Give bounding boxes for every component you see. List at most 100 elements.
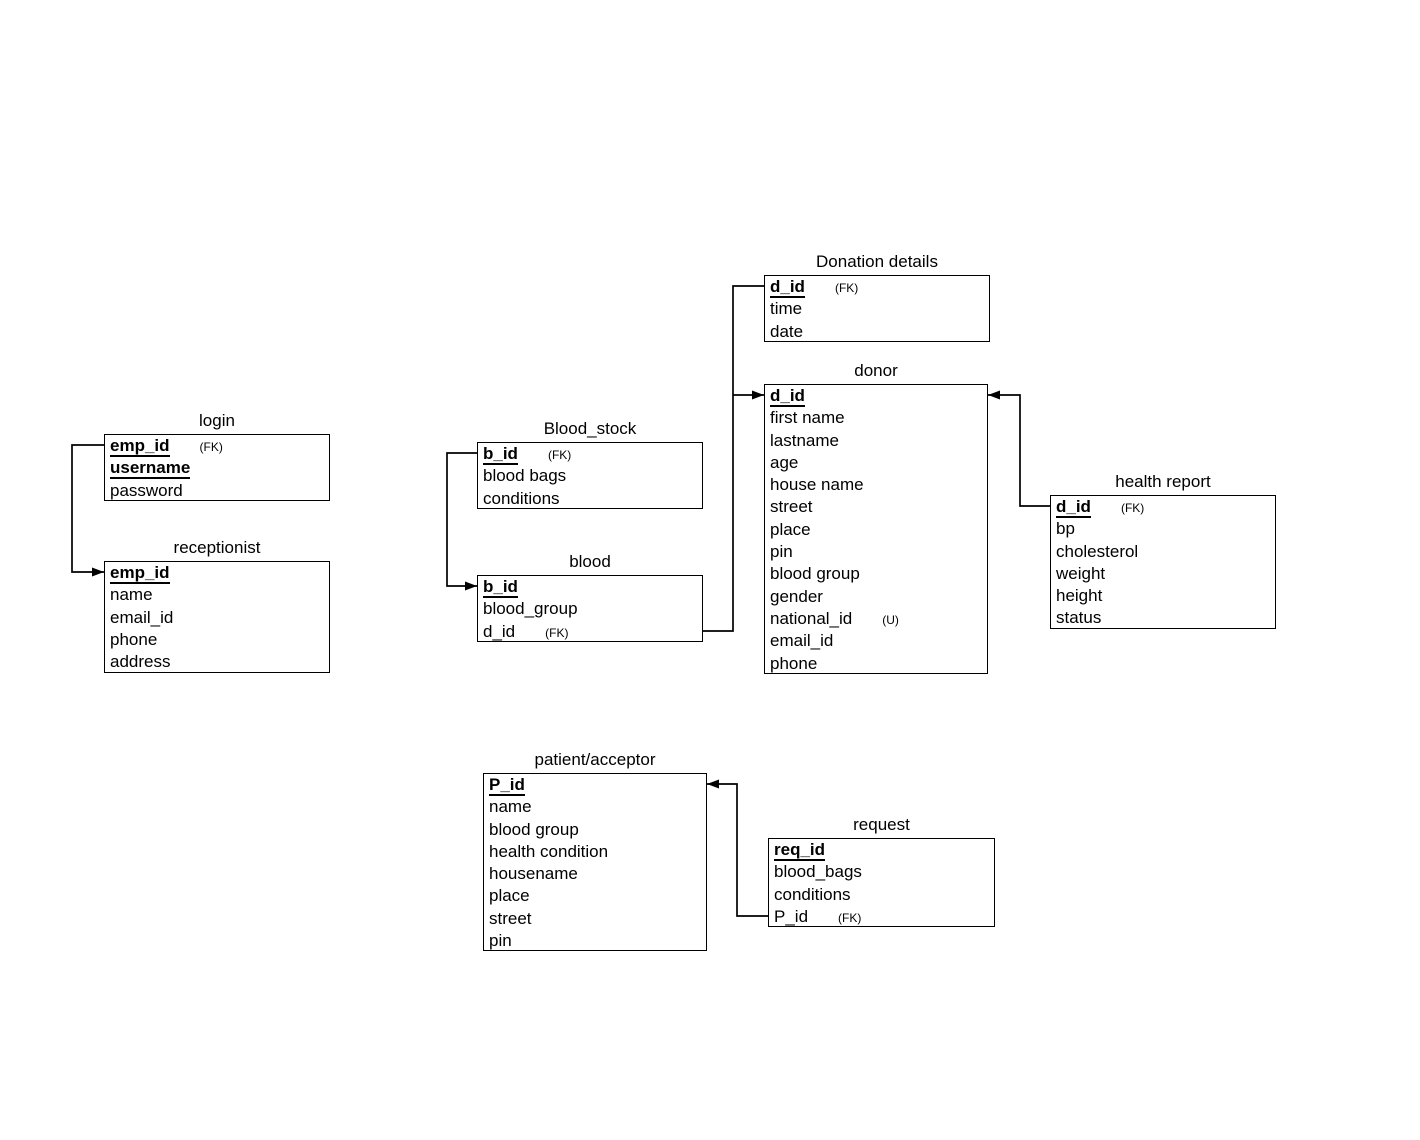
attr-health-report-bp: bp — [1051, 518, 1275, 540]
attribute-name: health condition — [489, 841, 609, 861]
attribute-name: phone — [110, 629, 158, 649]
attr-donor-place: place — [765, 519, 987, 541]
attribute-key-name: emp_id — [110, 436, 170, 457]
attr-patient-acceptor-housename: housename — [484, 863, 706, 885]
attribute-name: blood_bags — [774, 862, 862, 882]
attribute-key-name: d_id — [1056, 497, 1091, 518]
entity-title-receptionist: receptionist — [173, 538, 261, 557]
attribute-name: national_id — [770, 608, 853, 628]
attribute-name: blood_group — [483, 599, 578, 619]
attribute-name: pin — [770, 542, 793, 562]
attr-donor-email-id: email_id — [765, 630, 987, 652]
attribute-name: phone — [770, 653, 818, 673]
attribute-name: weight — [1056, 563, 1106, 583]
attr-health-report-weight: weight — [1051, 563, 1275, 585]
attr-blood-stock-blood-bags: blood bags — [478, 465, 702, 487]
connector-request-pid-to-patient-acceptor[interactable] — [707, 779, 768, 917]
attr-receptionist-address: address — [105, 651, 329, 673]
attribute-name: date — [770, 321, 804, 341]
attr-request-blood-bags: blood_bags — [769, 861, 994, 883]
attribute-name: P_id — [774, 906, 809, 926]
attr-donation-details-d-id: d_id (FK) — [765, 276, 989, 298]
attr-blood-d-id: d_id(FK) — [478, 621, 702, 643]
attribute-name: blood group — [770, 564, 860, 584]
attribute-tag: (FK) — [547, 448, 572, 462]
attr-request-conditions: conditions — [769, 884, 994, 906]
connector-login-empid-to-receptionist[interactable] — [71, 444, 104, 577]
attribute-name: age — [770, 452, 799, 472]
attribute-key-name: d_id — [770, 277, 805, 298]
attr-blood-blood-group: blood_group — [478, 598, 702, 620]
attr-login-username: username — [105, 457, 329, 480]
attr-donor-street: street — [765, 496, 987, 518]
attribute-tag: (FK) — [1120, 501, 1145, 515]
entity-title-login: login — [199, 411, 235, 430]
attr-receptionist-name: name — [105, 584, 329, 606]
attribute-name: house name — [770, 475, 864, 495]
attr-patient-acceptor-street: street — [484, 908, 706, 930]
attribute-tag: (U) — [882, 612, 899, 627]
attr-patient-acceptor-p-id: P_id — [484, 774, 706, 796]
attr-patient-acceptor-name: name — [484, 796, 706, 818]
attr-receptionist-phone: phone — [105, 629, 329, 651]
attribute-name: password — [110, 480, 183, 500]
attr-health-report-d-id: d_id (FK) — [1051, 496, 1275, 518]
attribute-name: name — [489, 797, 532, 817]
connector-bloodstock-bid-to-blood[interactable] — [446, 452, 477, 591]
attribute-key-name: username — [110, 458, 191, 480]
attr-donation-details-date: date — [765, 321, 989, 343]
attr-blood-stock-b-id: b_id (FK) — [478, 443, 702, 465]
attr-request-req-id: req_id — [769, 839, 994, 861]
attribute-name: time — [770, 299, 803, 319]
attribute-name: name — [110, 585, 153, 605]
attribute-tag: (FK) — [834, 281, 859, 295]
attribute-key-name: P_id — [489, 775, 525, 796]
attribute-name: blood bags — [483, 466, 567, 486]
attr-health-report-height: height — [1051, 585, 1275, 607]
attr-donor-age: age — [765, 452, 987, 474]
entity-title-donation-details: Donation details — [816, 252, 938, 271]
attribute-name: bp — [1056, 519, 1075, 539]
entity-title-request: request — [853, 815, 910, 834]
attr-patient-acceptor-health-condition: health condition — [484, 841, 706, 863]
attr-donation-details-time: time — [765, 298, 989, 320]
attribute-name: cholesterol — [1056, 541, 1139, 561]
attr-donor-phone: phone — [765, 653, 987, 675]
entity-title-blood: blood — [569, 552, 611, 571]
connector-blood-did-to-donation-details[interactable] — [703, 285, 764, 632]
attr-blood-stock-conditions: conditions — [478, 488, 702, 510]
attribute-name: lastname — [770, 430, 839, 450]
attribute-name: pin — [489, 931, 512, 951]
attr-health-report-status: status — [1051, 607, 1275, 629]
attribute-name: blood group — [489, 819, 579, 839]
attr-donor-pin: pin — [765, 541, 987, 563]
attr-donor-lastname: lastname — [765, 430, 987, 452]
attribute-name: email_id — [110, 607, 174, 627]
attribute-name: email_id — [770, 631, 834, 651]
attribute-name: housename — [489, 864, 578, 884]
attribute-name: height — [1056, 586, 1103, 606]
attribute-name: first name — [770, 408, 845, 428]
attr-donor-house-name: house name — [765, 474, 987, 496]
attr-donor-gender: gender — [765, 586, 987, 608]
attribute-key-name: d_id — [770, 386, 805, 407]
entity-title-health-report: health report — [1115, 472, 1211, 491]
attribute-tag: (FK) — [838, 910, 862, 925]
attribute-name: status — [1056, 608, 1102, 628]
connector-healthreport-did-to-donor[interactable] — [988, 390, 1050, 507]
attr-patient-acceptor-place: place — [484, 885, 706, 907]
attr-request-p-id: P_id (FK) — [769, 906, 994, 928]
attribute-name: street — [770, 497, 813, 517]
attr-patient-acceptor-blood-group: blood group — [484, 819, 706, 841]
attribute-key-name: b_id — [483, 444, 518, 465]
